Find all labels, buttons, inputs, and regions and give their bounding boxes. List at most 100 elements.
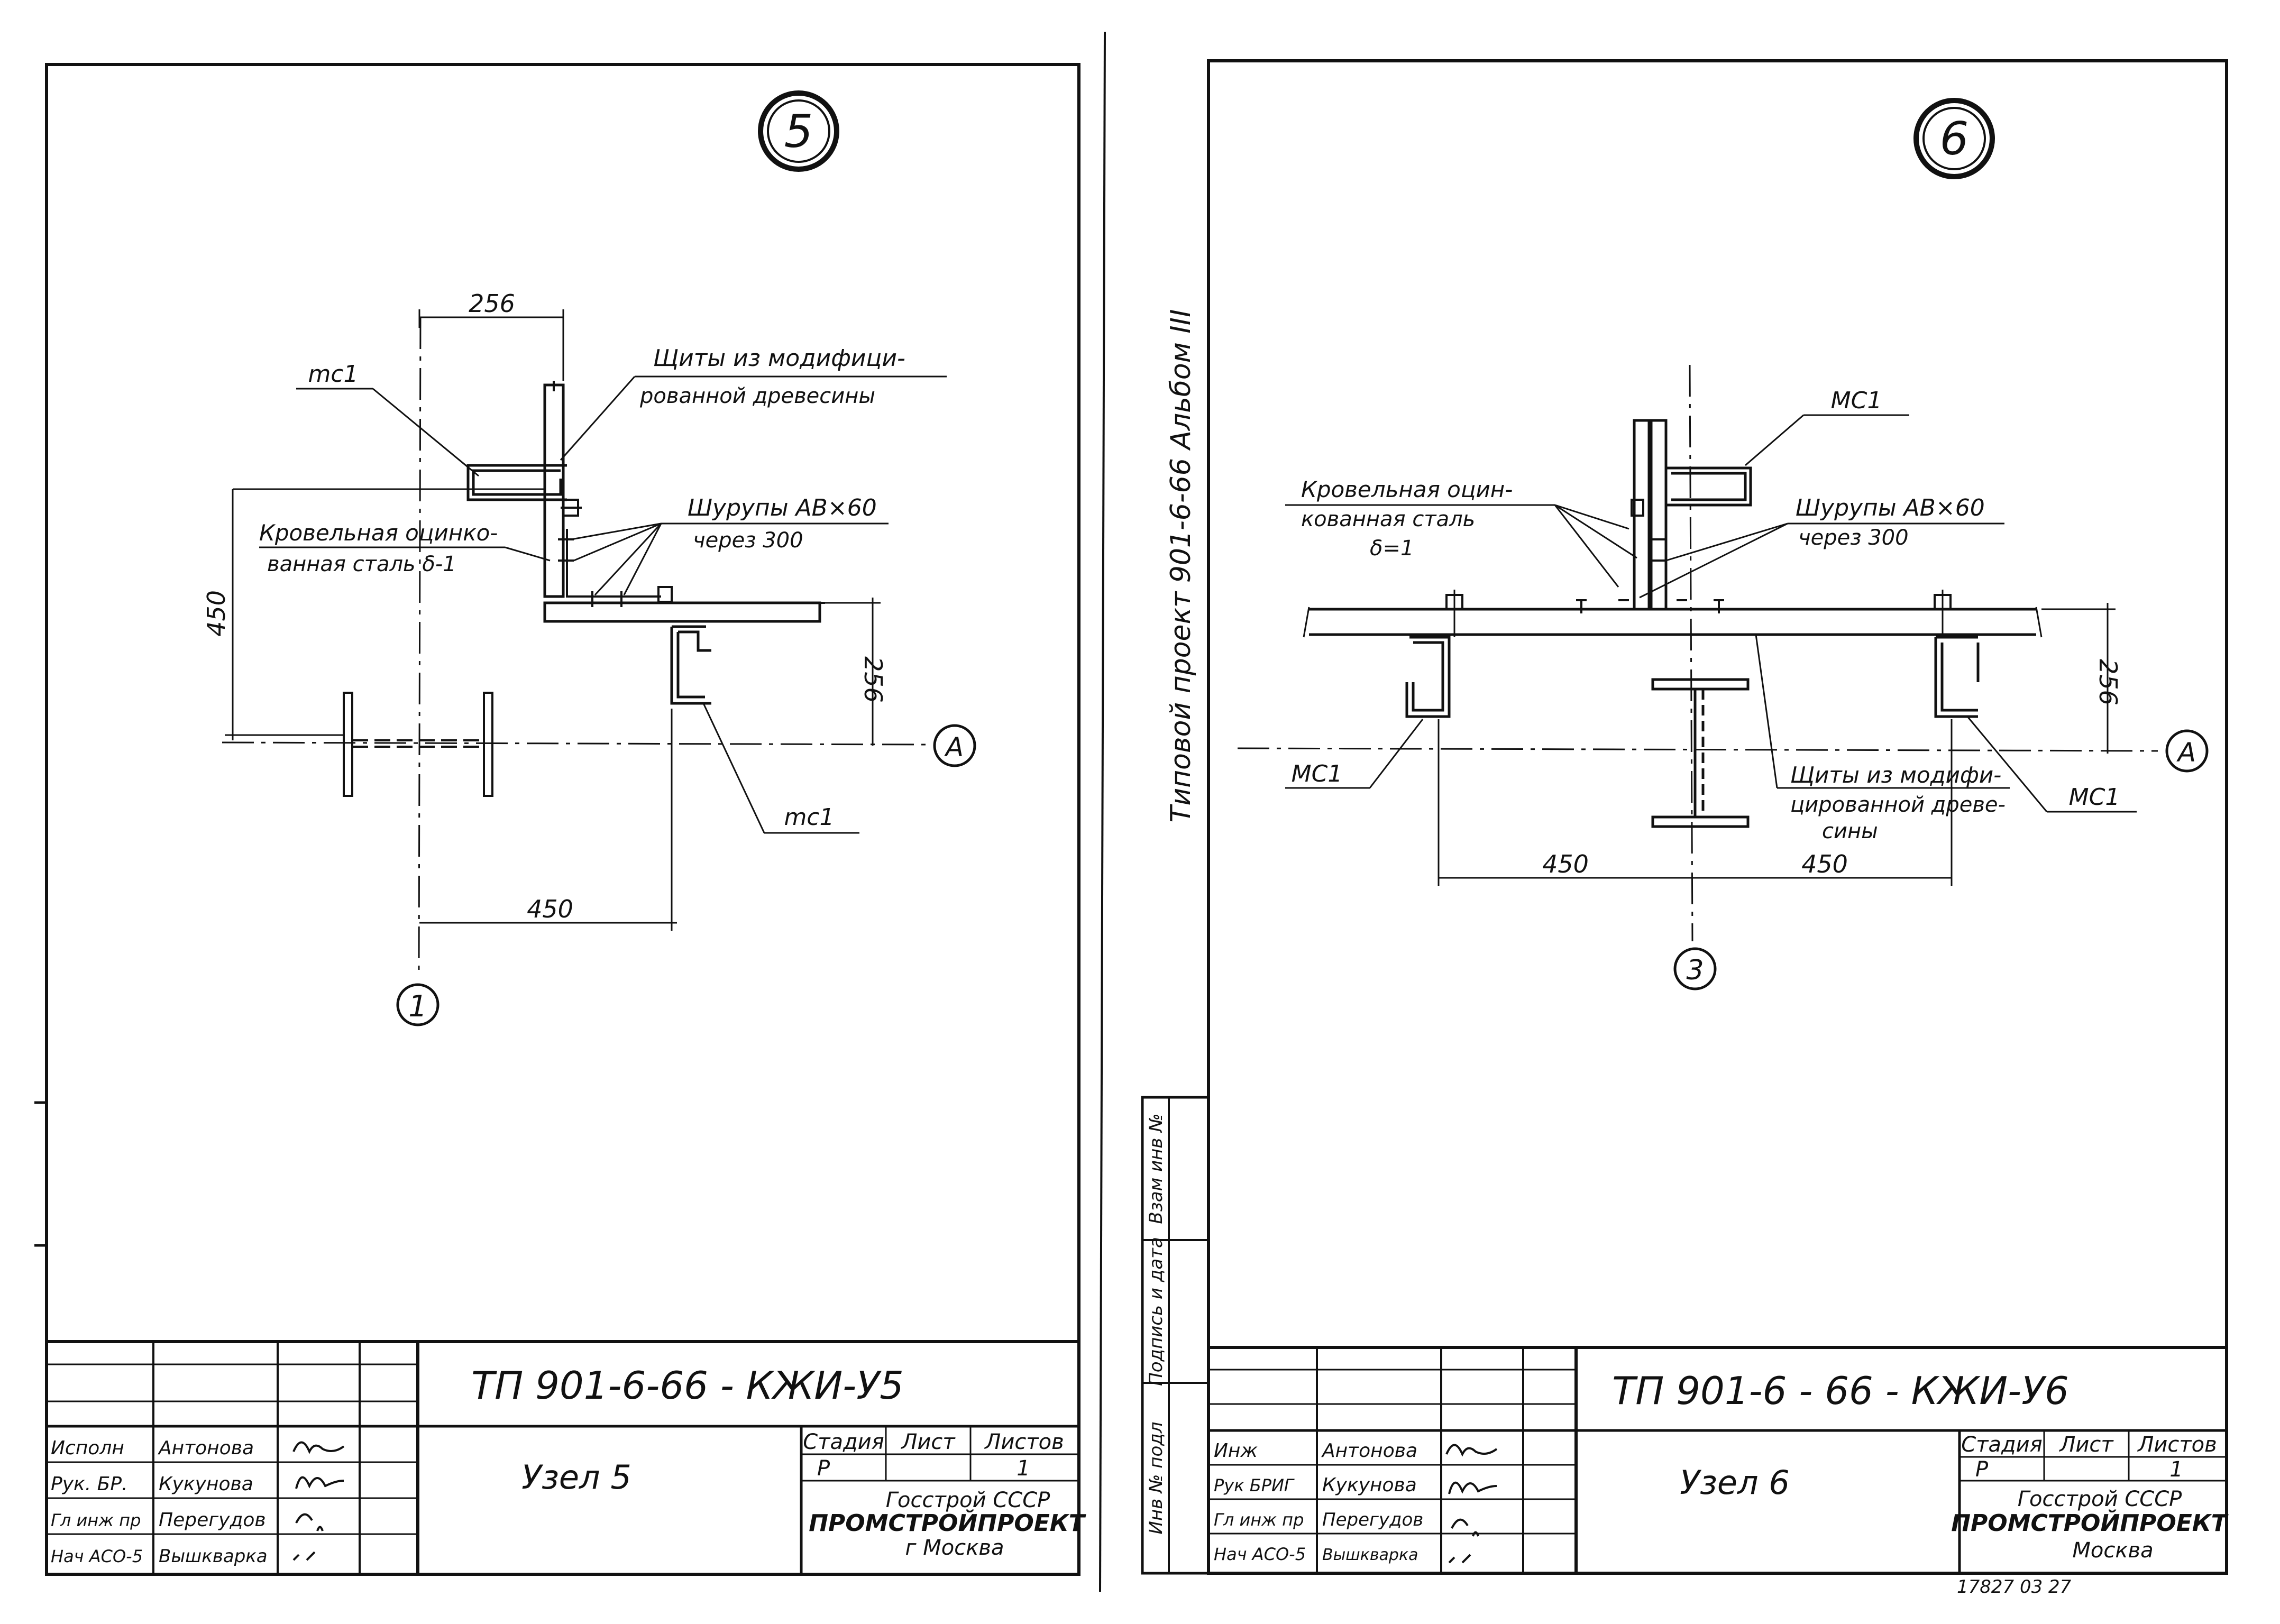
stamp-header: Стадия <box>803 1430 884 1454</box>
roof-panel <box>543 601 825 623</box>
stamp-header: Листов <box>984 1430 1064 1454</box>
axis-label-1: 1 <box>408 989 427 1024</box>
axis-A-line <box>222 741 931 746</box>
steel-beam-section <box>343 692 493 797</box>
stamp-role: Инж <box>1214 1440 1258 1462</box>
axis-marker-1: 1 <box>396 983 439 1026</box>
organization: Госстрой СССР <box>2018 1487 2182 1511</box>
dimension-value: 256 <box>859 656 887 703</box>
dimension-bottom: 450 450 <box>1437 719 1953 886</box>
channel-mc1-top <box>466 464 567 501</box>
stamp-name: Перегудов <box>159 1509 266 1531</box>
callout-text: МС1 <box>1292 760 1343 787</box>
axis-1-line <box>418 317 422 974</box>
axis-label-A: А <box>2176 737 2196 768</box>
bolts <box>1445 499 1952 637</box>
side-stamp: Инв № подл Подпись и дата Взам инв № <box>1141 1096 1210 1575</box>
node-marker-6: 6 <box>1913 98 1995 179</box>
callout-text: МС1 <box>1831 387 1882 414</box>
dimension-top: 256 <box>418 289 564 381</box>
drawing-title: Узел 5 <box>521 1458 631 1497</box>
drawing-title: Узел 6 <box>1680 1463 1790 1502</box>
dimension-value: 450 <box>1542 850 1589 878</box>
callout-mc1-bottom: mc1 <box>702 703 859 834</box>
axis-3-line <box>1689 364 1693 942</box>
sheet-separator <box>1099 31 1106 1592</box>
stamp-value: Р <box>1975 1457 1989 1482</box>
dimension-bottom: 450 <box>419 709 677 931</box>
callout-text: Кровельная оцин- <box>1301 476 1513 502</box>
bolt <box>657 586 673 603</box>
title-block-6: ТП 901-6 - 66 - КЖИ-У6 Узел 6 Стадия Лис… <box>1208 1346 2229 1573</box>
roof-panel <box>1303 607 2043 638</box>
archive-number: 17827 03 27 <box>1957 1576 2072 1598</box>
node-marker-5: 5 <box>758 90 839 172</box>
stamp-role: Гл инж пр <box>1214 1510 1304 1530</box>
callout-text: ванная сталь δ-1 <box>267 552 456 576</box>
channel-mc1-right <box>1934 636 1980 718</box>
stamp-value: 1 <box>1017 1456 1030 1481</box>
stamp-role: Гл инж пр <box>51 1510 141 1530</box>
axis-label-A: А <box>944 732 964 763</box>
side-box-label: Подпись и дата <box>1146 1237 1167 1386</box>
channel-mc1-left <box>1405 636 1451 718</box>
callout-mc1-top: МС1 <box>1745 387 1909 466</box>
stamp-role: Нач АСО-5 <box>1214 1544 1306 1564</box>
callout-text: цированной древе- <box>1790 793 2006 817</box>
side-box-label: Инв № подл <box>1146 1422 1167 1535</box>
callout-text: Щиты из модифи- <box>1790 762 2001 788</box>
stamp-name: Перегудов <box>1322 1509 1423 1530</box>
axis-A-line <box>1237 747 2158 752</box>
callout-text: через 300 <box>1798 526 1909 550</box>
callout-text: сины <box>1822 819 1878 843</box>
steel-beam-section <box>1651 678 1750 828</box>
sheet-5: 5 1 А <box>45 63 1086 1576</box>
axis-marker-3: 3 <box>1673 947 1717 990</box>
stamp-role: Исполн <box>51 1437 124 1459</box>
stamp-name: Вышкварка <box>1322 1546 1418 1564</box>
organization: Москва <box>2072 1538 2153 1563</box>
sheet-5-frame <box>45 63 1081 1576</box>
organization: Госстрой СССР <box>886 1488 1050 1512</box>
organization: ПРОМСТРОЙПРОЕКТ <box>809 1509 1086 1537</box>
drawing-code: ТП 901-6-66 - КЖИ-У5 <box>471 1363 904 1408</box>
wall-panel <box>543 381 565 598</box>
callout-text: δ=1 <box>1370 536 1414 561</box>
callout-text: Шурупы АВ×60 <box>688 494 877 521</box>
channel-mc1-top <box>1666 466 1752 507</box>
organization: г Москва <box>905 1536 1004 1560</box>
title-block-5: ТП 901-6-66 - КЖИ-У5 Узел 5 Стадия Лист … <box>47 1340 1086 1574</box>
stamp-value: Р <box>817 1456 830 1481</box>
stamp-header: Листов <box>2137 1433 2217 1457</box>
callout-text: Кровельная оцинко- <box>259 520 498 546</box>
callout-text: МС1 <box>2069 784 2120 811</box>
dimension-left: 450 <box>202 488 545 740</box>
callout-text: mc1 <box>308 361 358 388</box>
signature-scribbles <box>1445 1444 1498 1564</box>
stamp-name: Кукунова <box>1322 1474 1417 1496</box>
stamp-header: Стадия <box>1961 1433 2042 1457</box>
stamp-name: Антонова <box>158 1437 254 1459</box>
callout-text: Щиты из модифици- <box>653 345 905 372</box>
stamp-header: Лист <box>2058 1433 2114 1457</box>
side-box-label: Взам инв № <box>1146 1113 1167 1224</box>
callout-text: Шурупы АВ×60 <box>1796 494 1985 521</box>
drawing-code: ТП 901-6 - 66 - КЖИ-У6 <box>1612 1369 2069 1413</box>
galvanized-steel-corner <box>566 529 661 598</box>
stamp-name: Вышкварка <box>159 1546 268 1567</box>
stamp-header: Лист <box>900 1430 956 1454</box>
dimension-value: 450 <box>202 590 231 637</box>
callout-text: mc1 <box>784 804 834 831</box>
callout-text: кованная сталь <box>1301 507 1475 531</box>
callout-steel: Кровельная оцин- кованная сталь δ=1 <box>1285 476 1637 588</box>
dimension-value: 450 <box>527 895 573 923</box>
node-number: 6 <box>1940 113 1969 166</box>
side-inscription: Типовой проект 901-6-66 Альбом III <box>1165 309 1197 823</box>
signature-scribbles <box>292 1441 345 1561</box>
dimension-value: 256 <box>469 289 515 318</box>
stamp-role: Рук. БР. <box>51 1473 128 1495</box>
dimension-right: 256 <box>2041 603 2122 754</box>
stamp-role: Нач АСО-5 <box>51 1546 143 1566</box>
axis-label-3: 3 <box>1686 955 1704 986</box>
